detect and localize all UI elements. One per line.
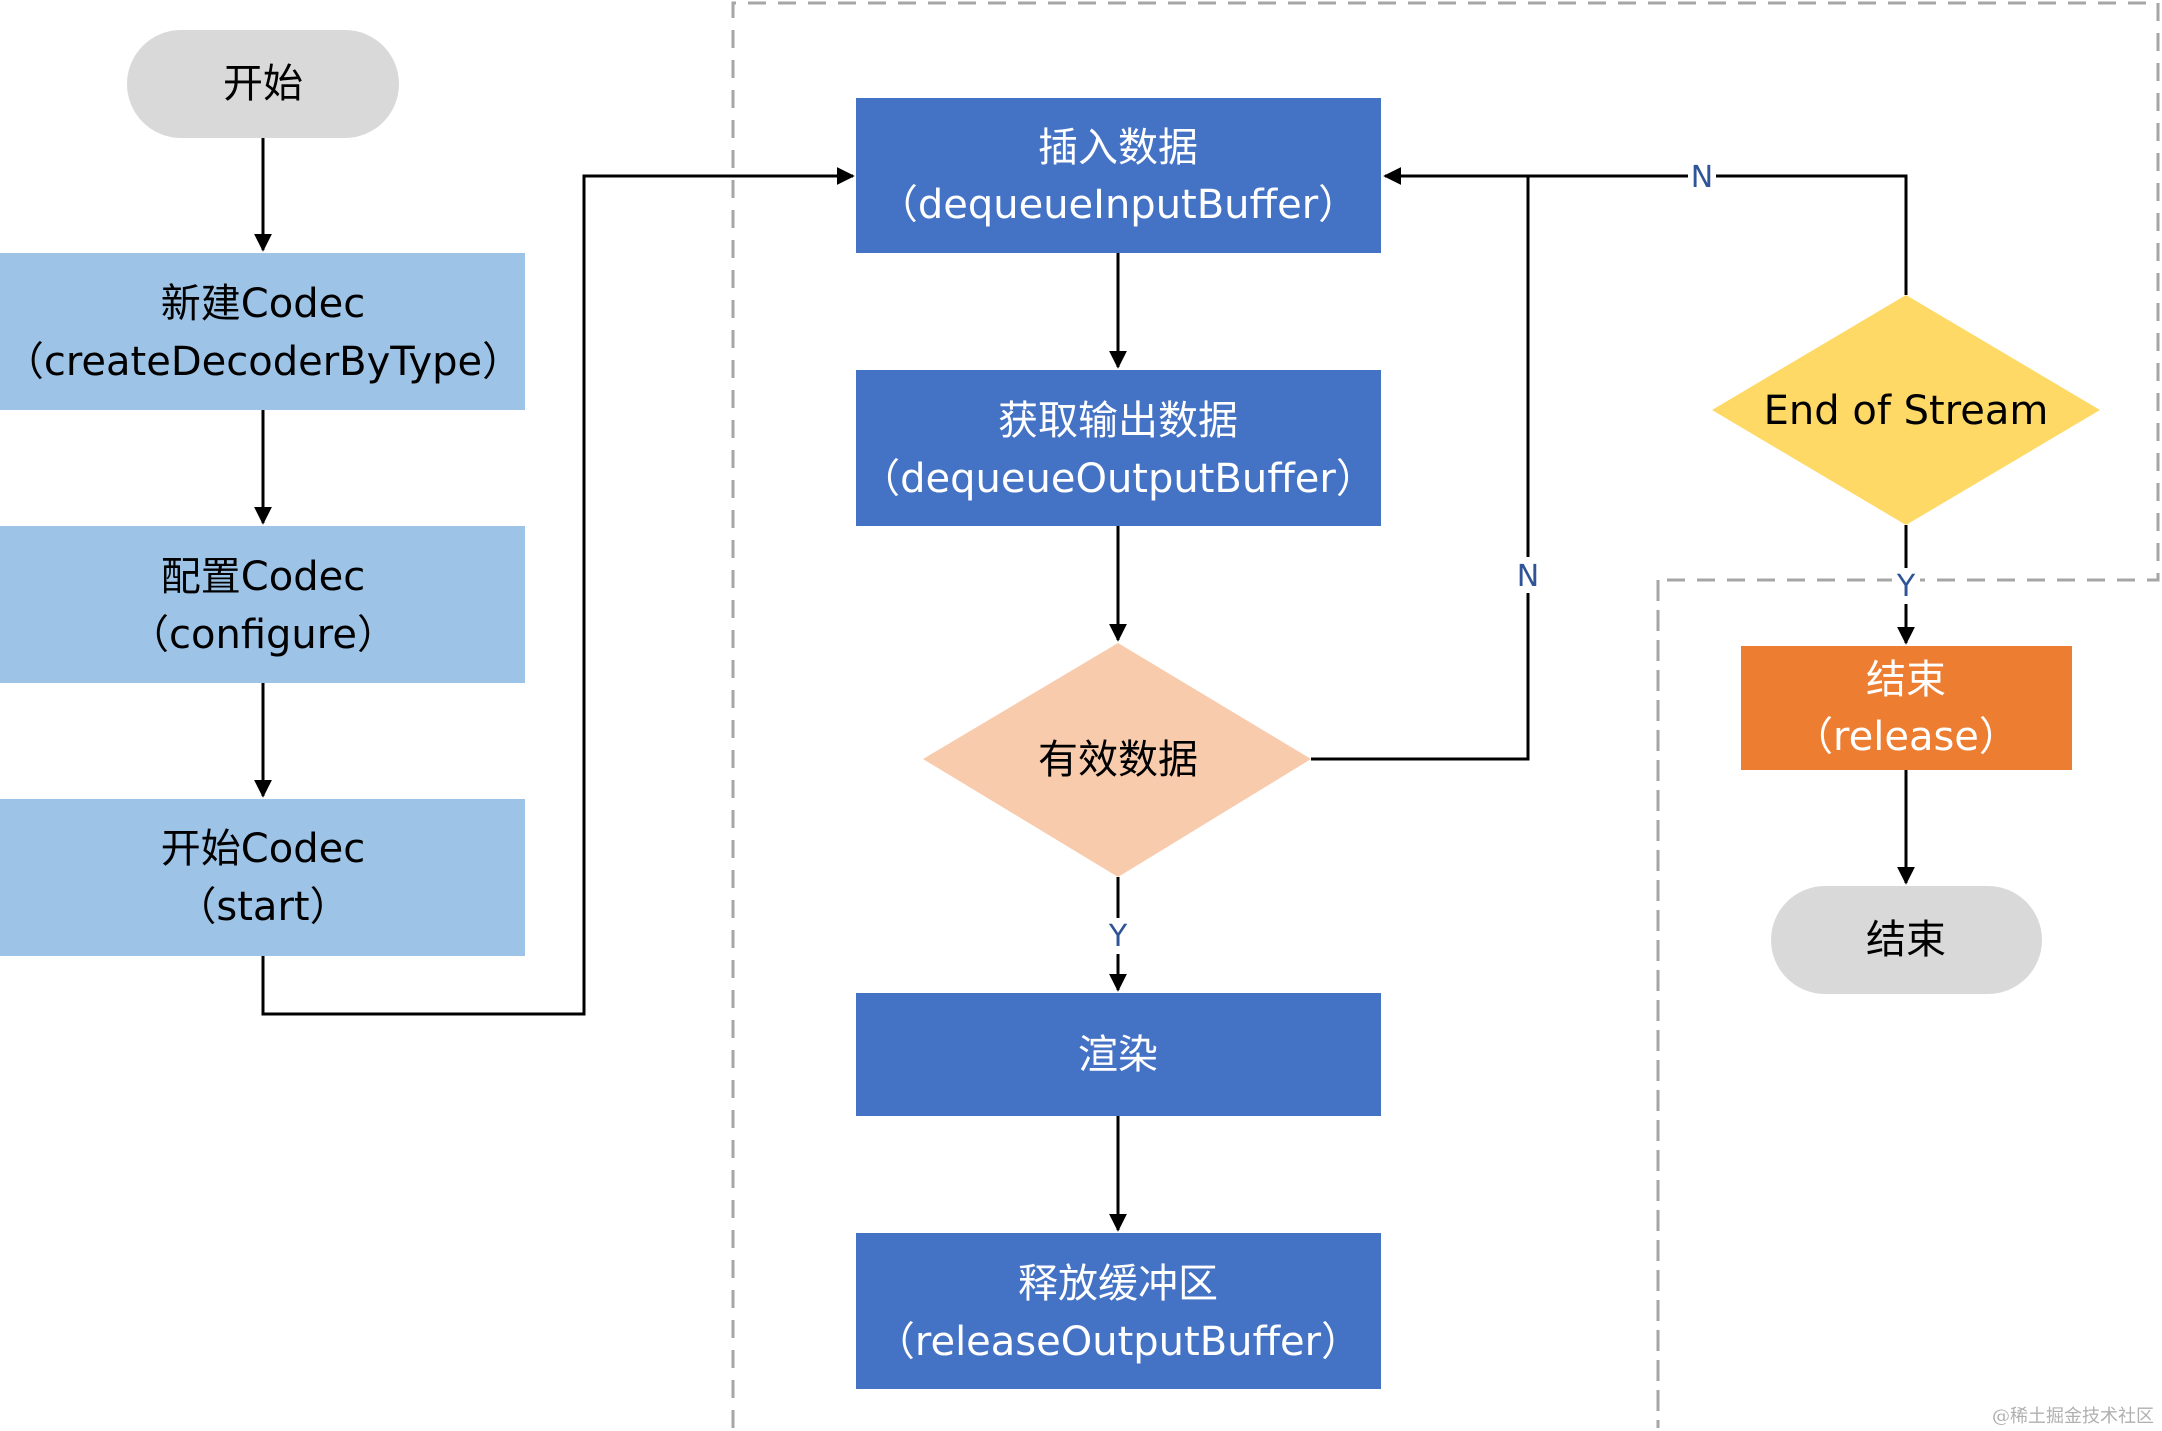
edge-eos-no-to-input <box>1383 167 1908 295</box>
node-dequeue-input: 插入数据 （dequeueInputBuffer） <box>856 98 1381 253</box>
node-create-codec: 新建Codec （createDecoderByType） <box>0 253 525 410</box>
node-end: 结束 <box>1771 886 2042 994</box>
loop-group-border <box>731 1 2160 1428</box>
edge-valid-no-to-input <box>1311 176 1530 761</box>
node-dequeue-output-label: 获取输出数据 <box>998 398 1238 444</box>
node-render-label: 渲染 <box>1078 1032 1158 1078</box>
node-configure-codec-label: 配置Codec <box>161 554 365 600</box>
node-dequeue-output-method: （dequeueOutputBuffer） <box>860 456 1376 502</box>
node-release: 结束 （release） <box>1741 646 2072 770</box>
node-create-codec-label: 新建Codec <box>161 281 365 327</box>
node-release-label: 结束 <box>1866 657 1946 703</box>
node-render: 渲染 <box>856 993 1381 1116</box>
node-valid-data: 有效数据 <box>923 643 1311 877</box>
edge-label-bg-valid-no <box>1514 557 1542 593</box>
watermark: @稀土掘金技术社区 <box>1992 1406 2154 1427</box>
node-release-method: （release） <box>1793 714 2019 760</box>
edge-label-bg-eos-yes <box>1892 568 1920 604</box>
node-dequeue-input-label: 插入数据 <box>1038 125 1198 171</box>
edge-label-eos-yes: Y <box>1896 569 1916 604</box>
node-start-label: 开始 <box>223 61 303 107</box>
node-end-of-stream: End of Stream <box>1712 295 2100 525</box>
node-start-codec-label: 开始Codec <box>161 826 365 872</box>
node-configure-codec: 配置Codec （configure） <box>0 526 525 683</box>
edge-label-bg-valid-yes <box>1104 918 1132 954</box>
node-release-output-buffer-label: 释放缓冲区 <box>1018 1261 1218 1307</box>
node-end-label: 结束 <box>1866 917 1946 963</box>
node-dequeue-output: 获取输出数据 （dequeueOutputBuffer） <box>856 370 1381 526</box>
edge-start-codec-to-input <box>261 167 855 1016</box>
edge-label-valid-no: N <box>1517 559 1539 594</box>
node-create-codec-method: （createDecoderByType） <box>4 339 522 385</box>
node-release-output-buffer: 释放缓冲区 （releaseOutputBuffer） <box>856 1233 1381 1389</box>
edges <box>254 138 1915 1232</box>
node-valid-data-label: 有效数据 <box>1038 737 1198 783</box>
node-start-codec-method: （start） <box>176 884 349 930</box>
edge-label-valid-yes: Y <box>1108 919 1128 954</box>
edge-label-eos-no: N <box>1691 160 1713 195</box>
node-release-output-buffer-method: （releaseOutputBuffer） <box>875 1319 1361 1365</box>
node-configure-codec-method: （configure） <box>129 612 397 658</box>
edge-label-bg-eos-no <box>1688 158 1716 194</box>
node-dequeue-input-method: （dequeueInputBuffer） <box>878 182 1358 228</box>
node-start-codec: 开始Codec （start） <box>0 799 525 956</box>
node-start: 开始 <box>127 30 399 138</box>
node-end-of-stream-label: End of Stream <box>1764 388 2049 434</box>
